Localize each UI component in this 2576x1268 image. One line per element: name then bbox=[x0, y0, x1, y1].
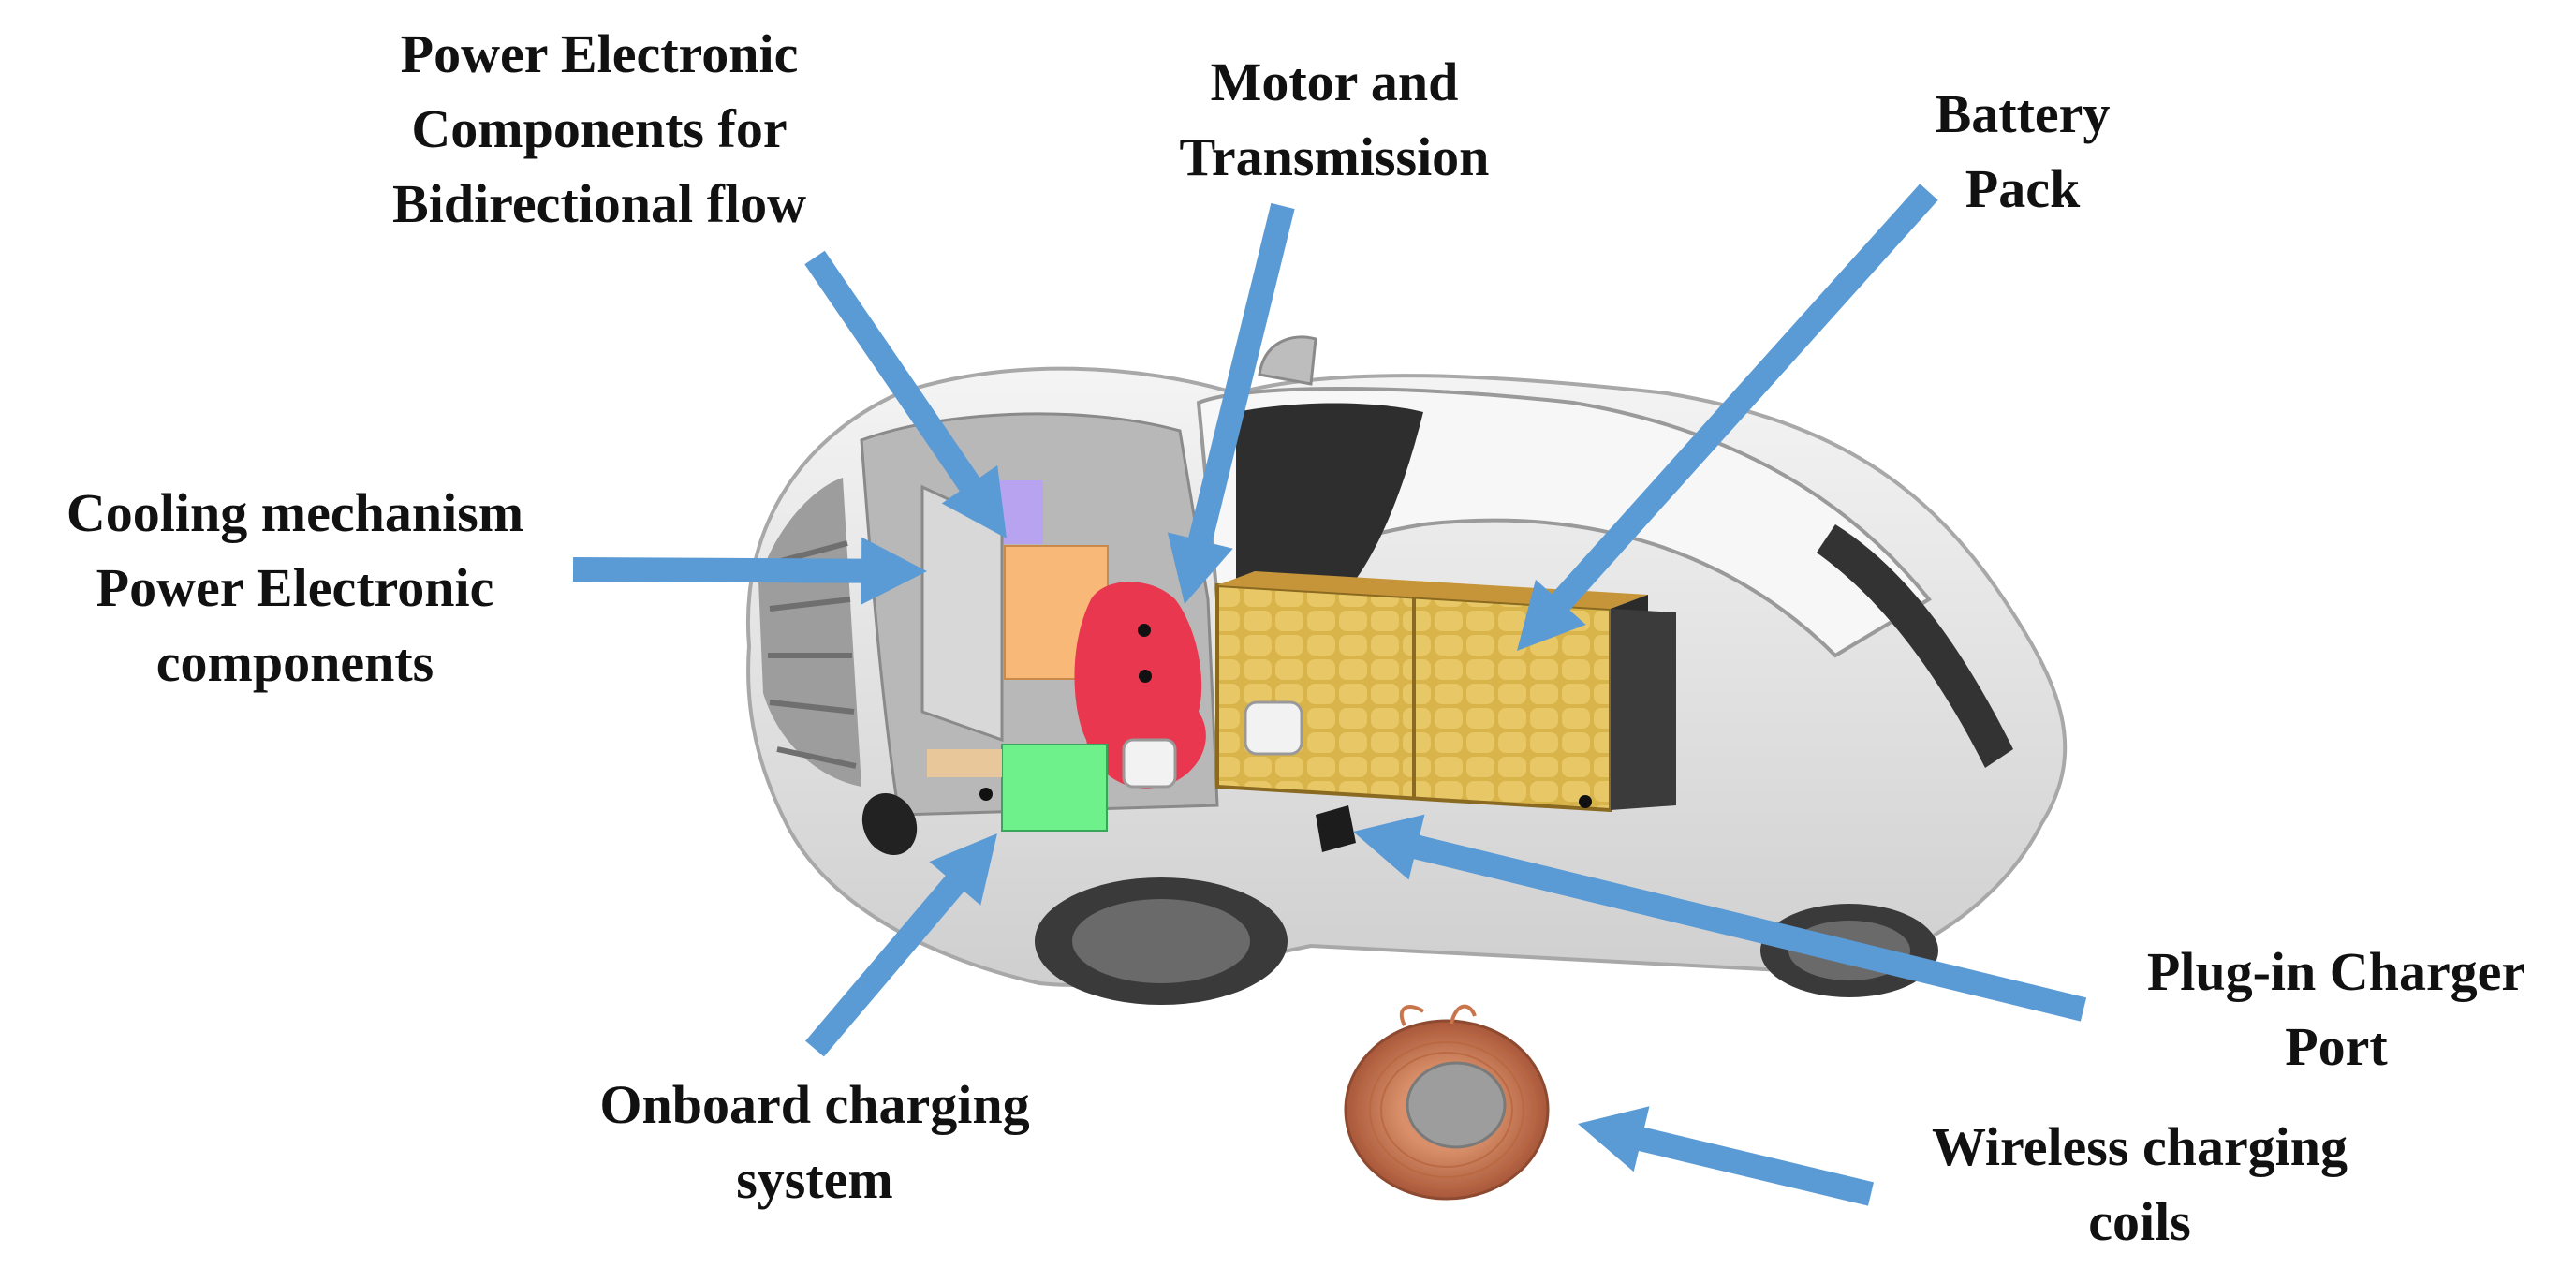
car-windshield bbox=[1236, 403, 1423, 599]
label-line: Power Electronic bbox=[96, 557, 494, 618]
arrow-onboard-charging bbox=[805, 833, 997, 1057]
label-line: coils bbox=[2088, 1191, 2191, 1252]
arrow-power-electronics bbox=[804, 250, 1007, 538]
label-line: Plug-in Charger bbox=[2146, 941, 2526, 1002]
label-motor: Motor and Transmission bbox=[1119, 45, 1550, 195]
label-line: Bidirectional flow bbox=[392, 173, 806, 234]
car-mirror bbox=[1258, 335, 1317, 386]
label-line: system bbox=[736, 1149, 893, 1210]
label-line: Cooling mechanism bbox=[66, 482, 524, 543]
arrow-wireless-charging bbox=[1578, 1106, 1874, 1206]
label-line: Onboard charging bbox=[599, 1074, 1030, 1135]
motor-block bbox=[1074, 582, 1206, 789]
arrow-plug-in-charger bbox=[1353, 814, 2087, 1022]
charger-port bbox=[1316, 805, 1356, 852]
label-cooling: Cooling mechanism Power Electronic compo… bbox=[9, 476, 581, 700]
onboard-charger-block bbox=[1001, 744, 1108, 832]
label-line: components bbox=[155, 632, 434, 693]
label-wireless-charging: Wireless charging coils bbox=[1877, 1110, 2402, 1260]
label-line: Transmission bbox=[1179, 126, 1490, 187]
power-electronics-block bbox=[1000, 480, 1043, 544]
label-battery: Battery Pack bbox=[1877, 77, 2168, 227]
arrow-motor bbox=[1167, 202, 1295, 604]
label-line: Battery bbox=[1935, 83, 2111, 144]
arrow-battery bbox=[1517, 184, 1938, 652]
label-line: Pack bbox=[1965, 158, 2081, 219]
car-side-window bbox=[1817, 524, 2013, 768]
label-line: Motor and bbox=[1210, 52, 1459, 112]
callout-arrows bbox=[572, 184, 2087, 1206]
label-onboard-charging: Onboard charging system bbox=[538, 1068, 1091, 1217]
label-line: Port bbox=[2285, 1016, 2388, 1077]
fog-light bbox=[861, 792, 918, 856]
label-power-electronics: Power Electronic Components for Bidirect… bbox=[337, 17, 861, 242]
label-line: Power Electronic bbox=[400, 23, 799, 84]
label-line: Components for bbox=[411, 98, 788, 159]
label-plug-in-charger: Plug-in Charger Port bbox=[2098, 935, 2575, 1084]
label-line: Wireless charging bbox=[1931, 1116, 2348, 1177]
arrow-cooling bbox=[572, 537, 927, 605]
